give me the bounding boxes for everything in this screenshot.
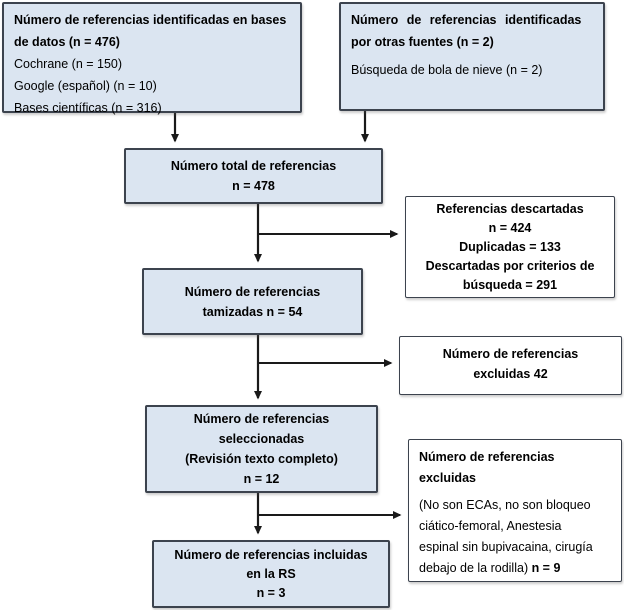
box-line: n = 424 [488,220,532,235]
box-line: debajo de la rodilla) n = 9 [419,558,611,579]
box-line: espinal sin bupivacaina, cirugía [419,540,593,554]
box-line: Descartadas por criterios de búsqueda = … [425,258,595,292]
box-line: (No son ECAs, no son bloqueo [419,498,591,512]
box-line: excluidas 42 [473,367,548,381]
box-title-line: por otras fuentes (n = 2) [351,35,494,49]
box-title-line: Número de referencias identificadas [351,13,582,27]
box-identified-databases: Número de referencias identificadas en b… [2,2,302,115]
box-line: en la RS [246,566,296,581]
box-excluded-fulltext: Número de referencias excluidas (No son … [408,439,622,582]
box-line: Número total de referencias [170,159,337,173]
box-title-line: Número de referencias identificadas en b… [14,13,287,27]
box-title-line: excluidas [419,471,476,485]
box-line: n = 478 [232,179,275,193]
box-line: ciático-femoral, Anestesia [419,519,562,533]
box-selected-fulltext: Número de referencias seleccionadas (Rev… [145,405,378,493]
box-excluded-screening: Número de referencias excluidas 42 [399,336,622,395]
box-identified-other-sources: Número de referencias identificadas por … [339,2,605,111]
box-title-line: de datos (n = 476) [14,35,120,49]
box-line: n = 3 [256,585,286,600]
box-line: n = 12 [243,472,280,486]
box-line: Número de referencias [442,347,579,361]
box-line: Número de referencias [193,412,330,426]
box-line: Duplicadas = 133 [459,239,561,254]
box-discarded-references: Referencias descartadas n = 424 Duplicad… [405,196,615,298]
box-line: Número de referencias [184,284,321,299]
box-line: Cochrane (n = 150) [14,57,123,71]
box-screened-references: Número de referencias tamizadas n = 54 [142,268,363,335]
box-line: tamizadas n = 54 [202,304,303,319]
box-line-text: debajo de la rodilla) [419,561,532,575]
box-line: Google (español) (n = 10) [14,79,157,93]
box-n-value: n = 9 [531,561,561,575]
box-line: (Revisión texto completo) [185,452,338,466]
box-line: Bases científicas (n = 316) [14,101,162,115]
box-line: Búsqueda de bola de nieve (n = 2) [351,63,543,77]
box-total-references: Número total de referencias n = 478 [124,148,383,204]
box-title-line: Número de referencias [419,450,555,464]
box-line: Número de referencias incluidas [174,547,368,562]
box-line: seleccionadas [218,432,305,446]
box-included-review: Número de referencias incluidas en la RS… [152,540,390,608]
box-line: Referencias descartadas [436,201,584,216]
